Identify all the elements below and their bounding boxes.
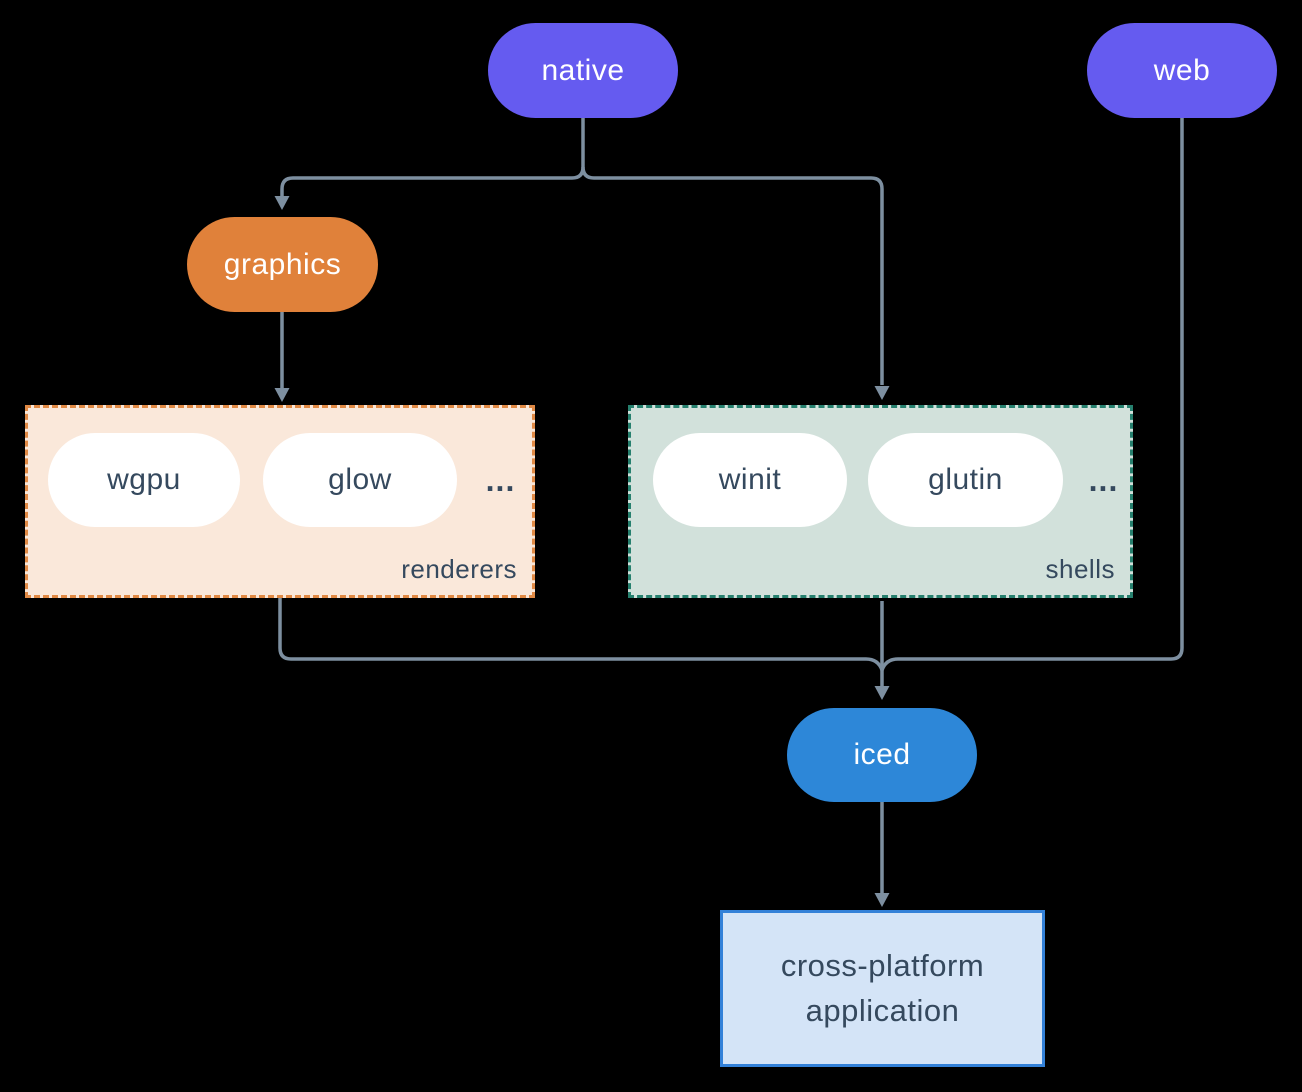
shells-group: winit glutin ... shells	[628, 405, 1133, 598]
shells-group-label: shells	[1045, 554, 1115, 584]
arrowhead-shells-icon	[874, 386, 890, 400]
edge-native-graphics	[280, 118, 585, 197]
winit-node: winit	[653, 433, 847, 527]
wgpu-node: wgpu	[48, 433, 240, 527]
glow-label: glow	[328, 463, 392, 496]
renderers-group-label: renderers	[401, 554, 517, 584]
renderers-group: wgpu glow ... renderers	[25, 405, 535, 598]
edge-native-shells	[581, 166, 884, 385]
glutin-label: glutin	[928, 463, 1003, 496]
shells-ellipsis: ...	[1088, 461, 1119, 498]
glow-node: glow	[263, 433, 457, 527]
edge-web-iced	[880, 118, 1184, 671]
iced-label: iced	[853, 738, 911, 771]
winit-label: winit	[718, 463, 782, 496]
app-label-line1: cross-platform	[780, 947, 985, 983]
glutin-node: glutin	[868, 433, 1063, 527]
graphics-node: graphics	[187, 217, 378, 312]
arrowhead-renderers-icon	[274, 388, 290, 402]
iced-node: iced	[787, 708, 977, 802]
graphics-label: graphics	[223, 247, 342, 281]
renderers-ellipsis: ...	[485, 461, 516, 498]
cross-platform-application-node: cross-platform application	[720, 910, 1045, 1067]
web-label: web	[1153, 53, 1211, 87]
arrowhead-app-icon	[874, 893, 890, 907]
wgpu-label: wgpu	[107, 463, 181, 496]
app-label-line2: application	[805, 992, 960, 1028]
native-label: native	[541, 53, 625, 87]
edge-renderers-iced	[278, 598, 884, 671]
arrowhead-iced-icon	[874, 686, 890, 700]
native-node: native	[488, 23, 678, 118]
arrowhead-graphics-icon	[274, 196, 290, 210]
web-node: web	[1087, 23, 1277, 118]
